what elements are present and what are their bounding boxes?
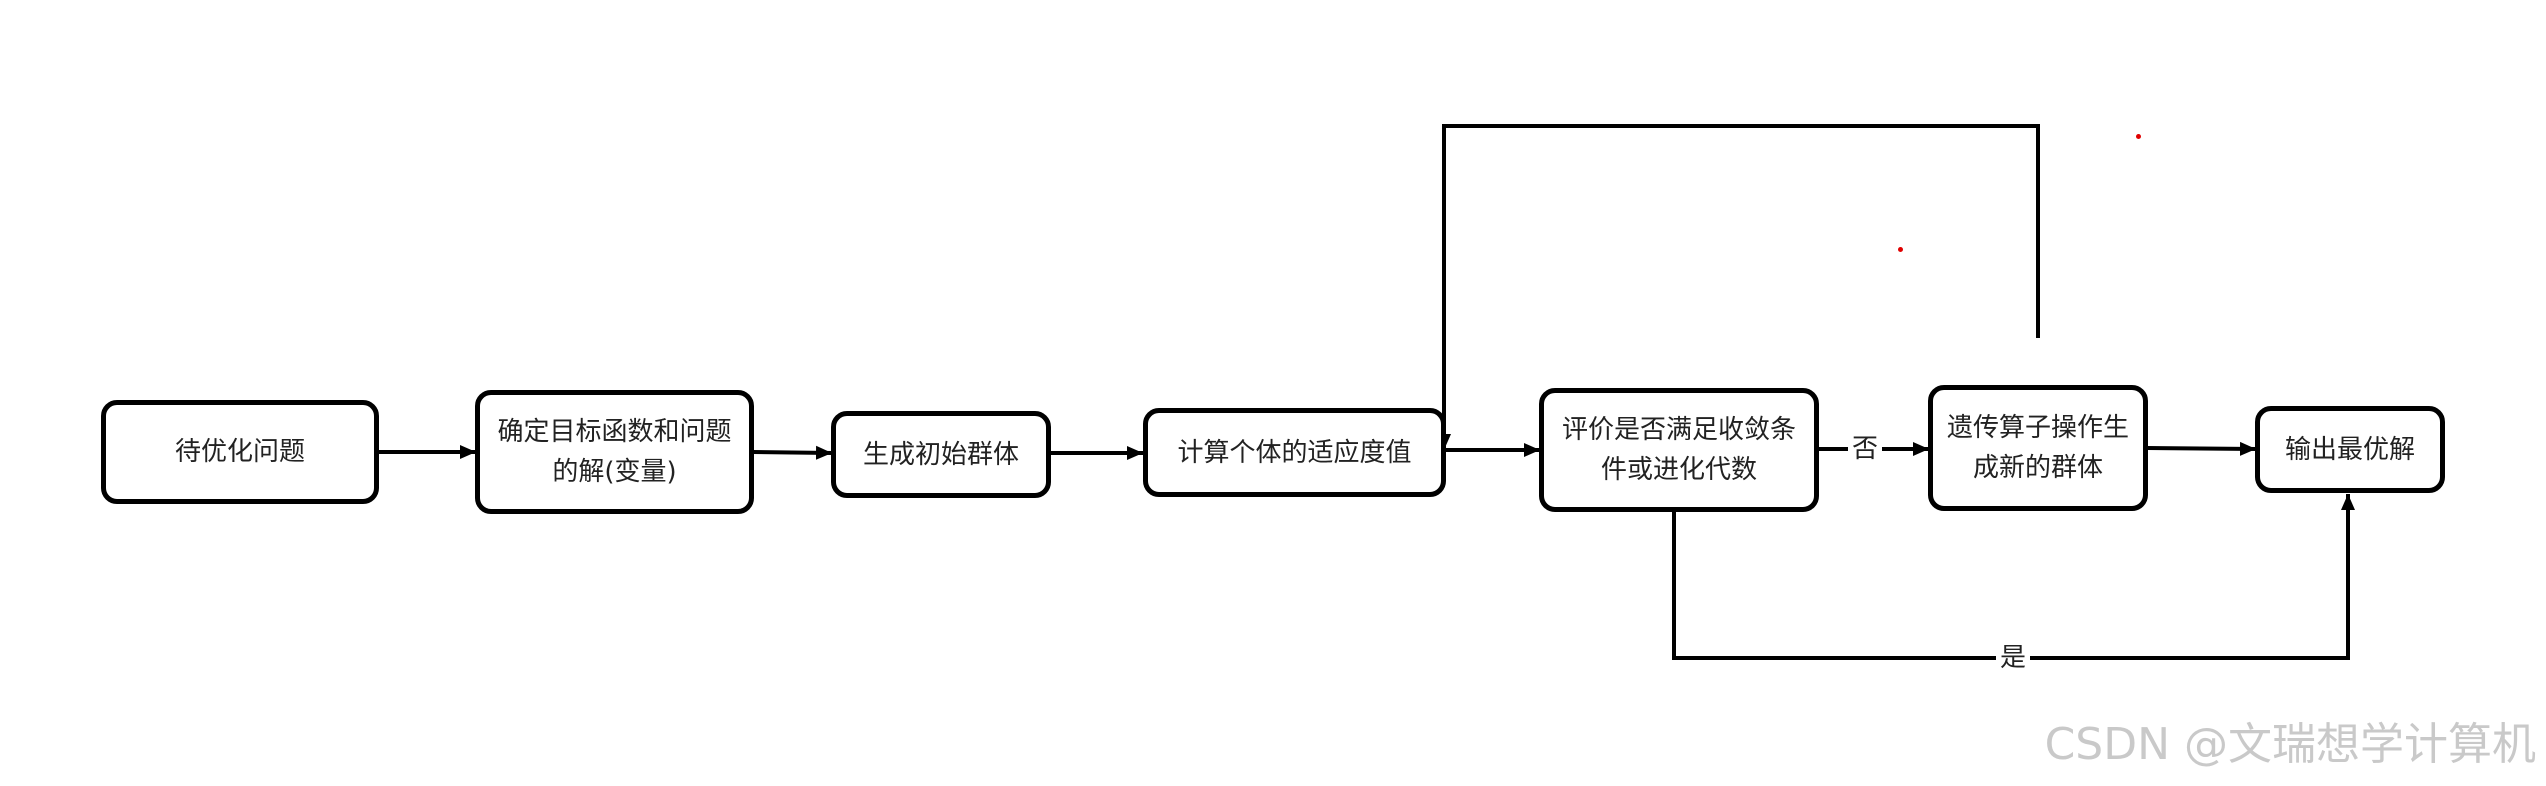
edge-loop-n6-n4 — [1437, 124, 2040, 450]
node-init-population: 生成初始群体 — [831, 411, 1051, 498]
node-problem: 待优化问题 — [101, 400, 379, 504]
node-fitness: 计算个体的适应度值 — [1143, 408, 1446, 497]
edge-n6-n7 — [2146, 441, 2257, 456]
edge-label-no: 否 — [1848, 434, 1883, 464]
watermark: CSDN @文瑞想学计算机 — [2044, 719, 2536, 770]
node-evaluate: 评价是否满足收敛条件或进化代数 — [1539, 388, 1819, 512]
edge-yes-n5-n7 — [1672, 494, 2355, 660]
red-dot-marker — [1898, 247, 1903, 252]
node-genetic-ops: 遗传算子操作生成新的群体 — [1928, 385, 2148, 511]
node-output: 输出最优解 — [2255, 406, 2445, 493]
edge-label-yes: 是 — [1996, 643, 2031, 673]
edge-n2-n3 — [752, 445, 833, 460]
node-objective: 确定目标函数和问题的解(变量) — [475, 390, 754, 514]
red-dot-marker — [2136, 134, 2141, 139]
